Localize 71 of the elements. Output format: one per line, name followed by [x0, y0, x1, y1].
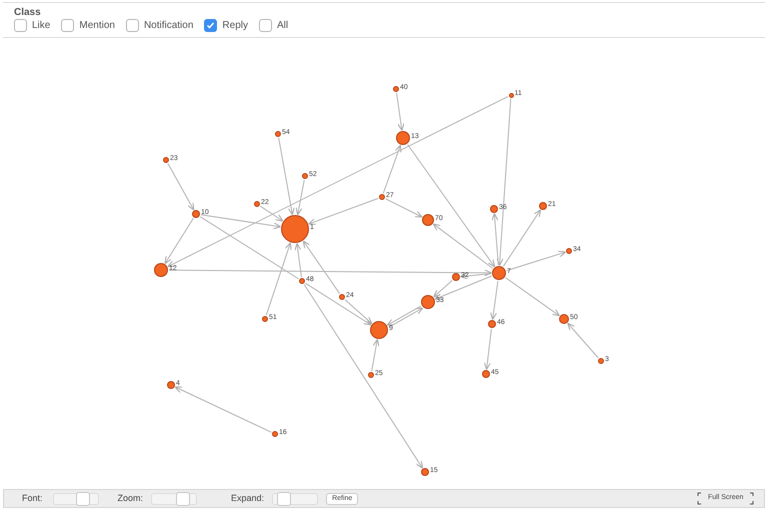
graph-node — [299, 278, 314, 284]
graph-node — [339, 294, 354, 300]
arrow — [496, 98, 512, 266]
arrow — [502, 209, 542, 267]
graph-node — [490, 205, 507, 213]
arrow — [167, 163, 194, 211]
arrow — [167, 96, 508, 268]
arrow — [294, 242, 302, 278]
arrow — [168, 269, 492, 276]
arrow — [296, 179, 305, 216]
graph-node — [281, 215, 314, 243]
arrow — [382, 144, 402, 194]
arrow — [432, 223, 494, 269]
arrow — [491, 212, 499, 266]
graph-node — [421, 295, 444, 309]
graph-node — [452, 273, 469, 281]
arrow — [434, 276, 492, 300]
arrow — [490, 280, 498, 320]
arrow — [506, 250, 566, 272]
graph-node — [379, 194, 394, 200]
graph-node — [488, 320, 505, 328]
graph-node — [262, 316, 277, 322]
graph-node — [393, 86, 408, 92]
arrow — [302, 240, 340, 294]
filter-heading: Class — [14, 6, 41, 20]
arrow — [567, 322, 599, 358]
arrow — [304, 282, 372, 326]
checkbox-label: Like — [32, 19, 50, 33]
arrow — [200, 214, 282, 230]
arrow — [260, 206, 284, 222]
checkbox-label: Reply — [222, 19, 248, 33]
graph-node — [275, 131, 290, 137]
graph-node — [539, 202, 556, 210]
graph-node — [368, 372, 383, 378]
checkbox-label: Notification — [144, 19, 194, 33]
graph-node — [272, 431, 287, 437]
arrow — [385, 198, 423, 218]
arrow — [174, 386, 272, 433]
slider-label: Expand: — [231, 492, 264, 505]
slider-label: Font: — [22, 492, 43, 505]
arrow — [505, 277, 560, 316]
arrow — [278, 137, 295, 216]
graph-node — [421, 468, 438, 476]
arrow — [308, 198, 379, 225]
graph-node — [559, 314, 578, 324]
graph-node — [566, 248, 581, 254]
graph-node — [492, 266, 511, 280]
graph-node — [482, 370, 499, 378]
graph-node — [370, 321, 393, 339]
arrow — [407, 144, 496, 268]
arrow — [344, 299, 372, 324]
graph-node — [422, 214, 443, 226]
graph-node — [163, 157, 178, 163]
graph-node — [254, 201, 269, 207]
graph-node — [192, 210, 209, 218]
arrow — [433, 280, 453, 298]
graph-node — [167, 381, 180, 389]
graph-node — [302, 173, 317, 179]
checkbox-label: Mention — [79, 19, 115, 33]
graph-node — [396, 131, 419, 145]
arrow — [371, 338, 380, 372]
slider-label: Zoom: — [118, 492, 144, 505]
arrow — [460, 272, 492, 280]
graph-node — [154, 263, 177, 277]
graph-node — [598, 358, 609, 364]
checkbox-label: All — [276, 19, 288, 33]
arrow — [164, 218, 194, 264]
arrow — [304, 284, 424, 469]
arrow — [484, 328, 492, 370]
arrow — [396, 92, 404, 132]
arrow — [266, 242, 292, 316]
